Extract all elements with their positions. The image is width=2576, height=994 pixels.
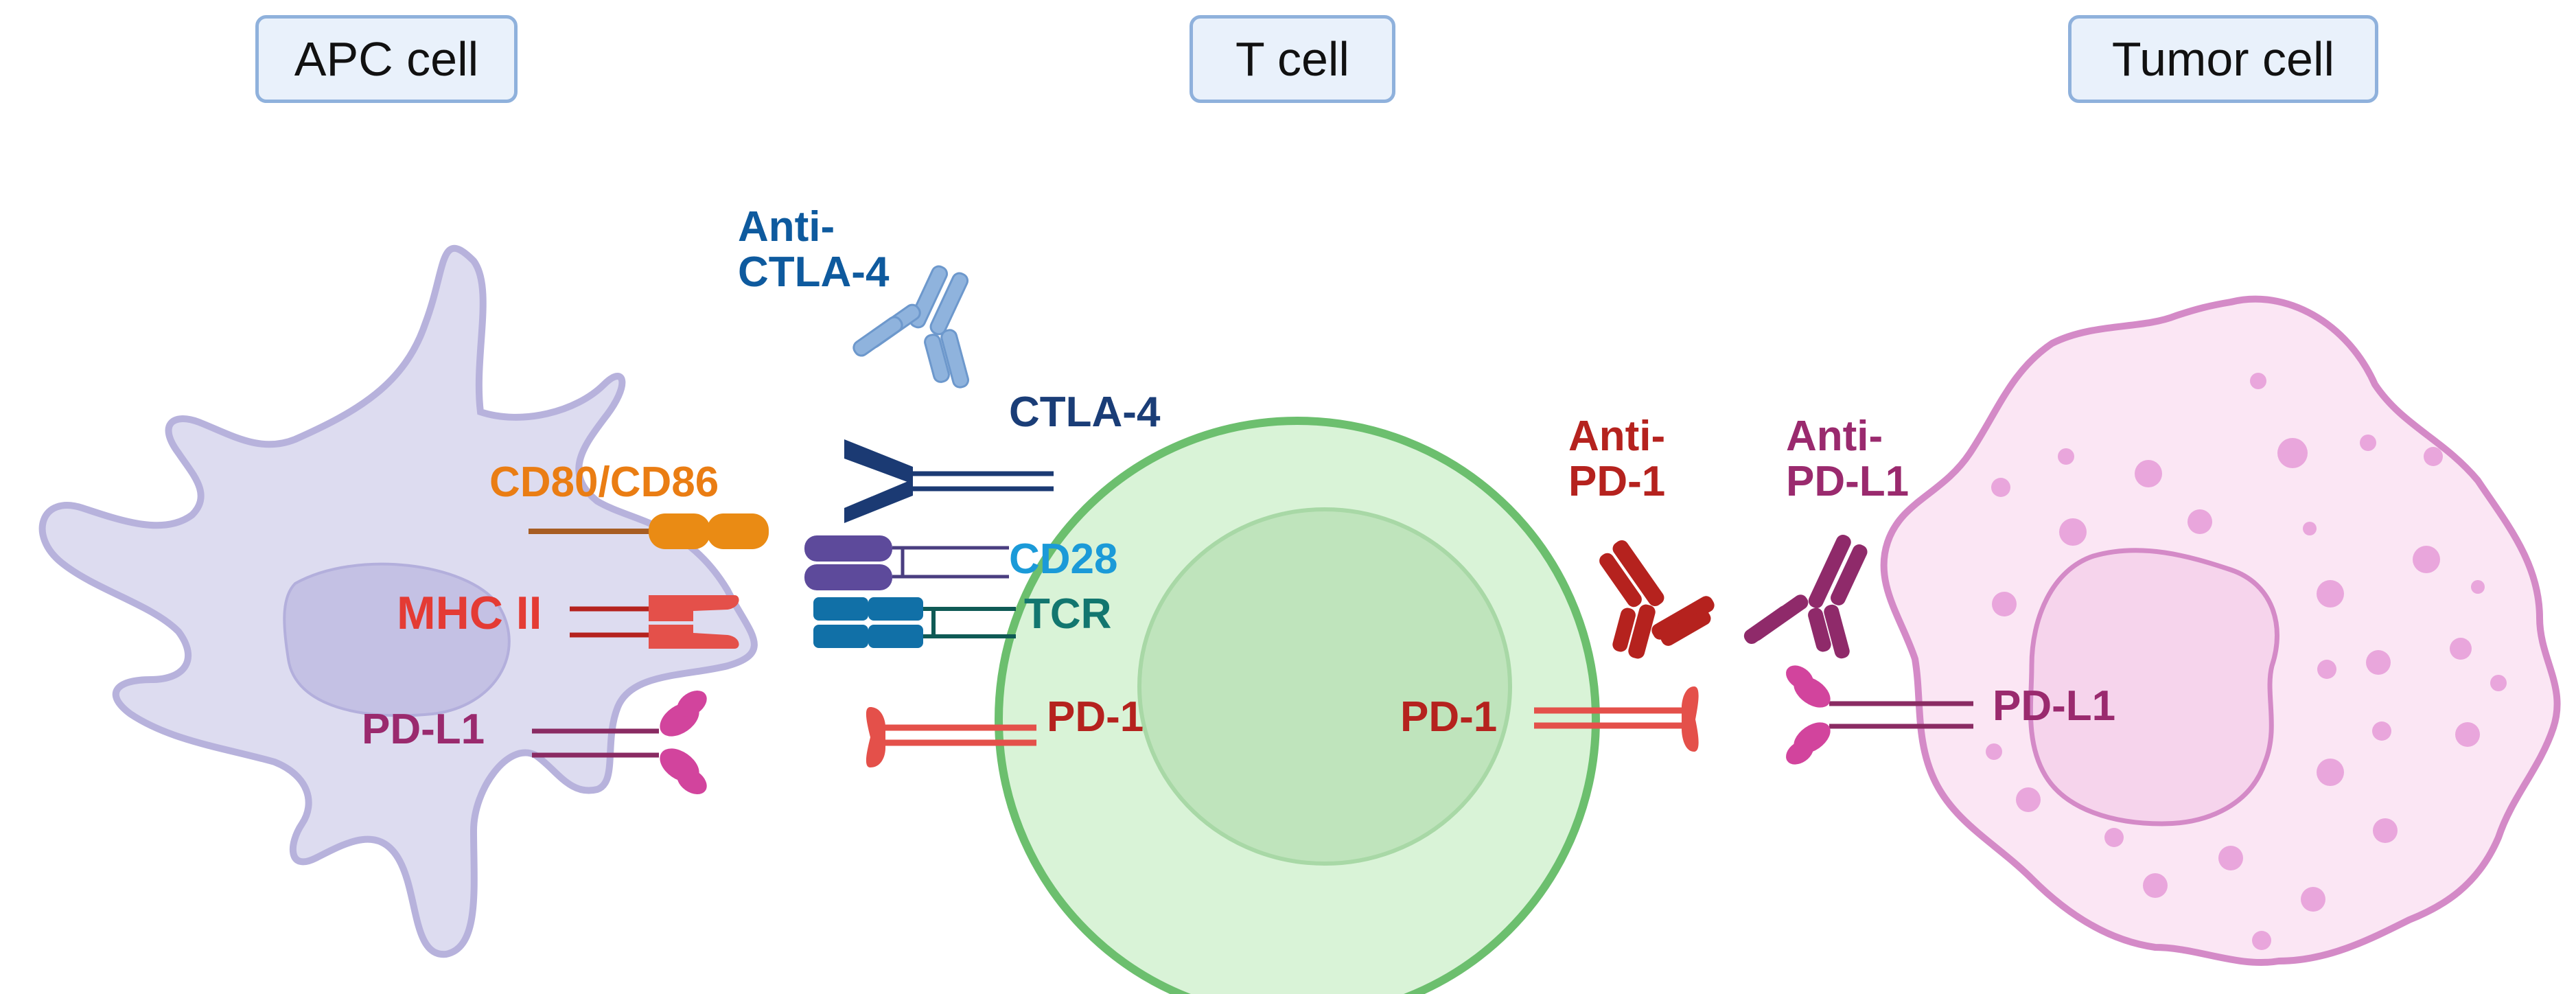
tumor-nucleus (2028, 548, 2279, 827)
tumor-granules (1986, 373, 2507, 950)
anti-pd1-antibody (1599, 540, 1715, 659)
label-pdl1-apc: PD-L1 (362, 706, 485, 753)
label-pd1-right: PD-1 (1400, 693, 1498, 741)
label-ctla4: CTLA-4 (1009, 389, 1161, 436)
pd1-right-receptor (1534, 686, 1699, 752)
cd28-receptor (804, 535, 1009, 590)
label-cd28: CD28 (1009, 535, 1118, 583)
cd80-cd86-molecule (529, 513, 769, 549)
ctla4-receptor (844, 439, 1054, 523)
label-anti-pd1-line2: PD-1 (1568, 458, 1666, 505)
tumor-cell (1880, 295, 2561, 967)
pdl1-tumor-molecule (1786, 665, 1973, 765)
anti-ctla4-antibody (852, 265, 970, 389)
label-anti-ctla4: Anti- CTLA-4 (738, 205, 889, 295)
label-anti-pd1: Anti- PD-1 (1568, 414, 1665, 505)
apc-cell (38, 244, 758, 958)
tcr-receptor (813, 597, 1016, 648)
header-apc-cell: APC cell (255, 15, 518, 103)
label-mhc2: MHC II (397, 587, 542, 639)
label-anti-pdl1-line2: PD-L1 (1786, 458, 1910, 505)
label-anti-ctla4-line1: Anti- (738, 203, 835, 251)
pdl1-apc-molecule (532, 690, 707, 795)
label-anti-pdl1: Anti- PD-L1 (1786, 414, 1909, 505)
pd1-left-receptor (866, 707, 1036, 767)
apc-nucleus (283, 562, 511, 717)
header-t-cell: T cell (1190, 15, 1395, 103)
label-pdl1-tumor: PD-L1 (1993, 682, 2116, 730)
header-t-cell-text: T cell (1235, 32, 1349, 86)
header-tumor-cell-text: Tumor cell (2111, 32, 2335, 86)
label-pd1-left: PD-1 (1047, 693, 1144, 741)
anti-pdl1-antibody (1743, 534, 1868, 659)
t-cell-nucleus (1137, 507, 1512, 866)
label-cd80-cd86: CD80/CD86 (489, 459, 719, 506)
label-anti-pd1-line1: Anti- (1568, 413, 1666, 460)
label-anti-ctla4-line2: CTLA-4 (738, 248, 890, 296)
t-cell (995, 417, 1600, 994)
label-anti-pdl1-line1: Anti- (1786, 413, 1883, 460)
mhc2-molecule (570, 595, 739, 649)
header-tumor-cell: Tumor cell (2068, 15, 2378, 103)
label-tcr: TCR (1024, 590, 1112, 638)
header-apc-cell-text: APC cell (294, 32, 479, 86)
